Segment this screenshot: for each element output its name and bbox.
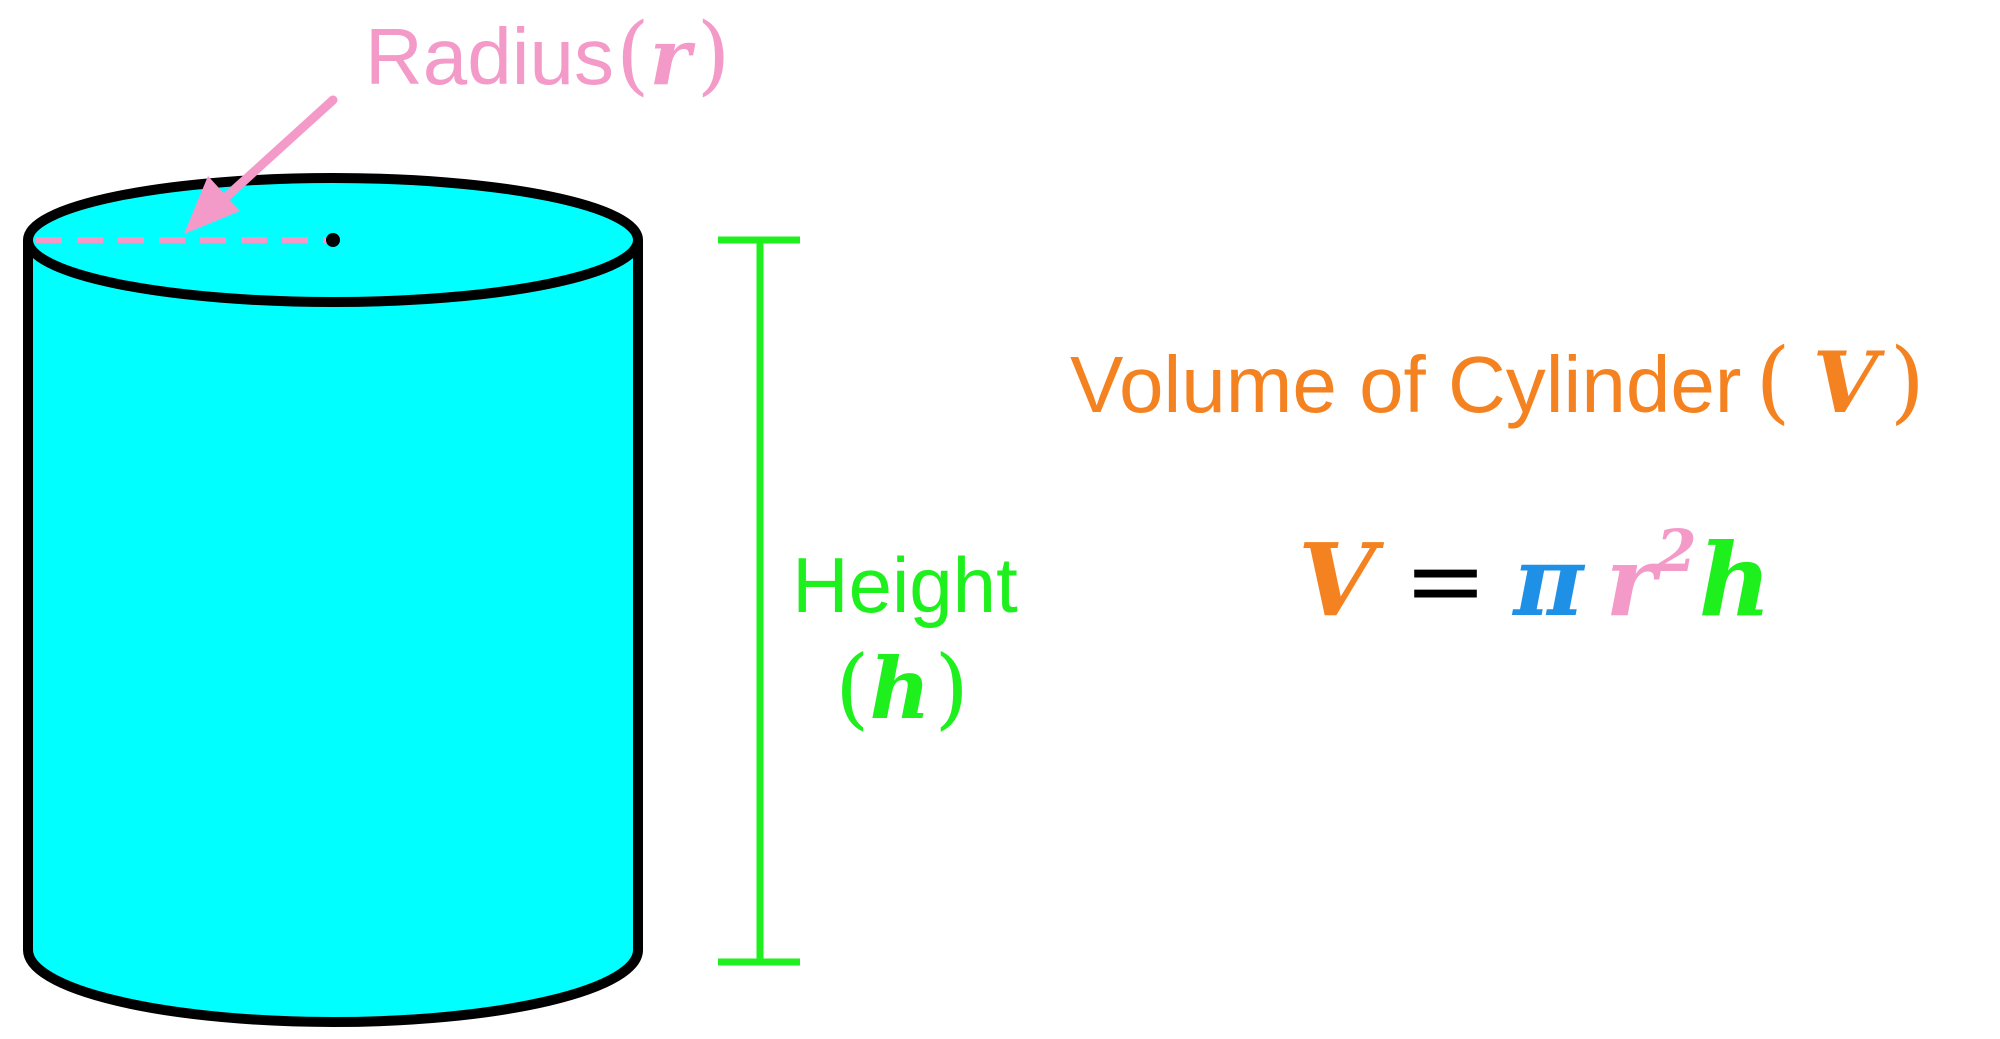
formula-h: h — [1699, 521, 1772, 639]
center-dot — [326, 233, 340, 247]
radius-label: Radius(r) — [365, 5, 730, 105]
volume-title-text: Volume of Cylinder — [1070, 340, 1741, 429]
height-open-paren: ( — [835, 636, 869, 739]
radius-arrowhead — [184, 176, 240, 234]
height-label-text: Height — [792, 541, 1018, 629]
radius-arrow — [184, 95, 338, 234]
radius-open-paren: ( — [616, 5, 650, 105]
cylinder-bottom-edge — [23, 949, 643, 1027]
height-symbol: h — [869, 639, 930, 738]
cylinder-body — [28, 240, 638, 1020]
volume-close-paren: ) — [1890, 329, 1925, 434]
formula-r: r — [1606, 525, 1663, 638]
volume-symbol: V — [1813, 333, 1886, 432]
formula-exponent: 2 — [1655, 517, 1696, 585]
formula-pi: π — [1511, 525, 1585, 638]
height-close-paren: ) — [935, 636, 969, 739]
radius-label-text: Radius — [365, 12, 614, 101]
volume-title: Volume of Cylinder(V) — [1070, 329, 1925, 434]
height-label-symbol: (h) — [835, 636, 969, 739]
height-bar — [718, 236, 800, 966]
radius-close-paren: ) — [697, 5, 731, 105]
radius-symbol: r — [650, 12, 696, 103]
cylinder — [23, 173, 643, 1027]
volume-open-paren: ( — [1755, 329, 1790, 434]
formula-equals: = — [1404, 522, 1488, 639]
formula-lhs: V — [1298, 521, 1385, 639]
